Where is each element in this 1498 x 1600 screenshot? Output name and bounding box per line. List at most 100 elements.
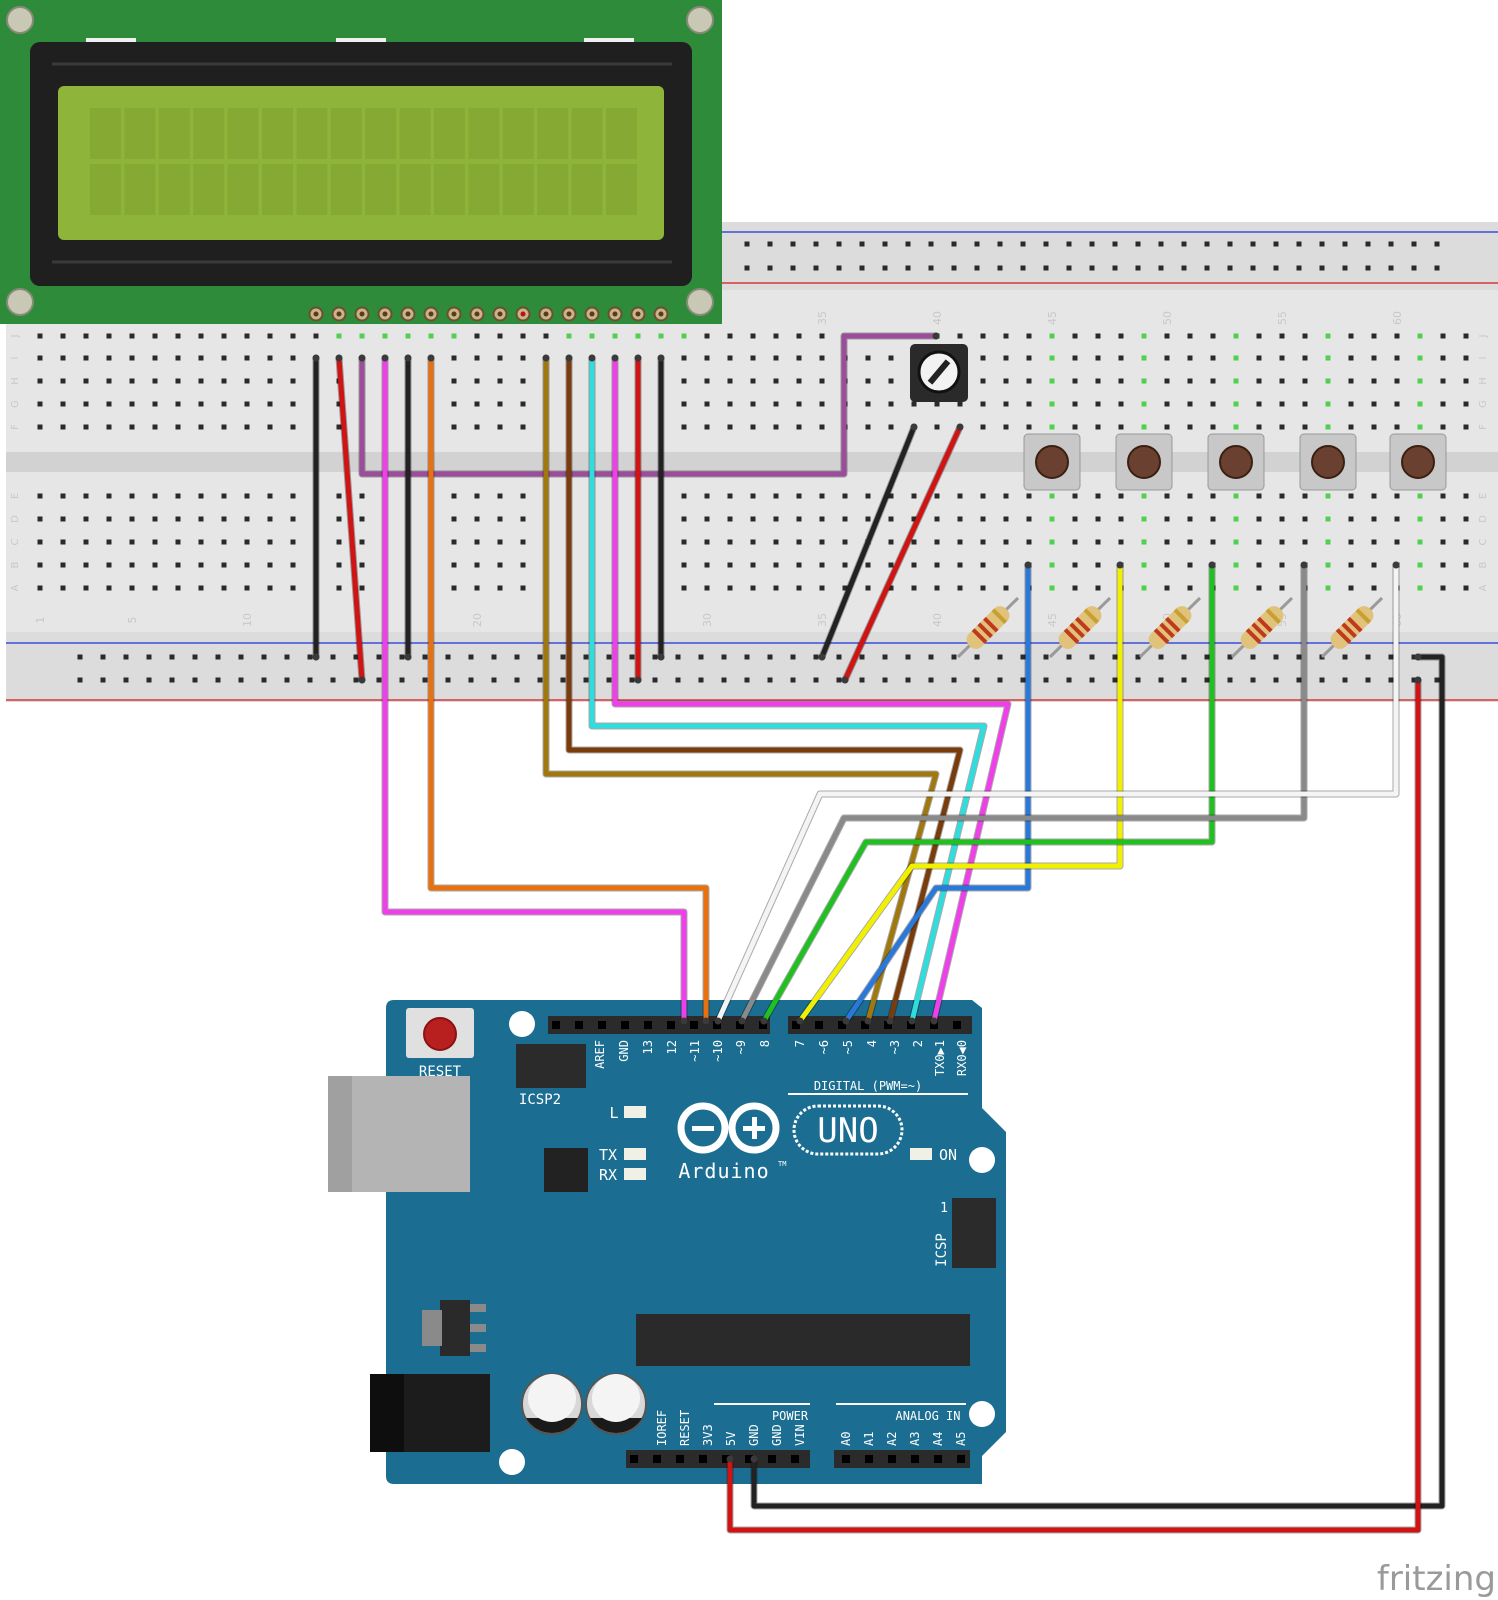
header-socket[interactable] xyxy=(630,1455,638,1463)
header-socket[interactable] xyxy=(759,1021,767,1029)
breadboard-hole xyxy=(1302,378,1308,384)
breadboard-hole xyxy=(359,333,365,339)
header-socket[interactable] xyxy=(930,1021,938,1029)
rail-hole xyxy=(1273,654,1279,660)
header-socket[interactable] xyxy=(907,1021,915,1029)
header-socket[interactable] xyxy=(699,1455,707,1463)
breadboard-hole xyxy=(819,333,825,339)
rail-hole xyxy=(1273,677,1279,683)
wire-lcd-d4[interactable] xyxy=(542,354,940,1025)
header-socket[interactable] xyxy=(934,1455,942,1463)
wire-button-5[interactable] xyxy=(714,561,1400,1025)
breadboard-hole xyxy=(474,516,480,522)
wire-pot-vcc[interactable] xyxy=(841,423,964,684)
breadboard-hole xyxy=(1003,401,1009,407)
header-socket[interactable] xyxy=(552,1021,560,1029)
breadboard-hole xyxy=(773,516,779,522)
breadboard-hole xyxy=(520,424,526,430)
wire-lcd-d6[interactable] xyxy=(588,354,988,1025)
wire-lcd-rs[interactable] xyxy=(381,354,688,1025)
wire-lcd-backlight-cathode[interactable] xyxy=(657,354,665,661)
wire-lcd-d5[interactable] xyxy=(565,354,964,1025)
header-socket[interactable] xyxy=(792,1021,800,1029)
wire-lcd-gnd[interactable] xyxy=(312,354,320,661)
header-socket[interactable] xyxy=(736,1021,744,1029)
wire-pot-gnd[interactable] xyxy=(818,423,918,661)
breadboard-hole xyxy=(1348,516,1354,522)
wire-arduino-gnd[interactable] xyxy=(750,653,1446,1510)
push-button[interactable] xyxy=(1023,433,1081,491)
breadboard-hole xyxy=(888,539,894,545)
push-button[interactable] xyxy=(1115,433,1173,491)
trademark: TM xyxy=(778,1160,786,1168)
header-socket[interactable] xyxy=(957,1455,965,1463)
wire-button-2[interactable] xyxy=(796,561,1124,1025)
breadboard-hole xyxy=(934,539,940,545)
header-socket[interactable] xyxy=(911,1455,919,1463)
header-socket[interactable] xyxy=(953,1021,961,1029)
wire-button-4[interactable] xyxy=(738,561,1308,1025)
header-socket[interactable] xyxy=(690,1021,698,1029)
header-socket[interactable] xyxy=(888,1455,896,1463)
breadboard-hole xyxy=(727,424,733,430)
header-socket[interactable] xyxy=(644,1021,652,1029)
breadboard-hole xyxy=(773,401,779,407)
header-socket[interactable] xyxy=(722,1455,730,1463)
breadboard-hole xyxy=(1302,355,1308,361)
breadboard-hole xyxy=(1072,562,1078,568)
wire-lcd-vcc[interactable] xyxy=(335,354,366,684)
header-socket[interactable] xyxy=(745,1455,753,1463)
rail-hole xyxy=(951,265,957,271)
rail-hole xyxy=(1319,265,1325,271)
wire-lcd-d7[interactable] xyxy=(611,354,1012,1025)
header-socket[interactable] xyxy=(884,1021,892,1029)
wire-button-1[interactable] xyxy=(842,561,1032,1025)
header-socket[interactable] xyxy=(768,1455,776,1463)
breadboard-hole xyxy=(1118,378,1124,384)
wire-lcd-contrast[interactable] xyxy=(358,332,940,478)
breadboard-hole xyxy=(681,585,687,591)
breadboard-hole xyxy=(1141,333,1147,339)
breadboard-hole xyxy=(221,562,227,568)
header-socket[interactable] xyxy=(815,1021,823,1029)
rail-hole xyxy=(307,677,313,683)
header-socket[interactable] xyxy=(865,1455,873,1463)
header-socket[interactable] xyxy=(861,1021,869,1029)
breadboard-hole xyxy=(750,585,756,591)
header-socket[interactable] xyxy=(838,1021,846,1029)
header-socket[interactable] xyxy=(653,1455,661,1463)
rail-hole xyxy=(100,654,106,660)
breadboard-hole xyxy=(1026,401,1032,407)
header-socket[interactable] xyxy=(667,1021,675,1029)
voltage-regulator xyxy=(440,1300,470,1356)
breadboard-hole xyxy=(980,585,986,591)
rail-hole xyxy=(951,677,957,683)
breadboard-hole xyxy=(267,585,273,591)
rail-hole xyxy=(261,654,267,660)
breadboard-hole xyxy=(83,401,89,407)
header-socket[interactable] xyxy=(676,1455,684,1463)
wire-lcd-enable[interactable] xyxy=(427,354,710,1025)
wire-lcd-backlight-anode[interactable] xyxy=(634,354,642,684)
analog-pin-label: A1 xyxy=(862,1432,876,1446)
wire-arduino-5v[interactable] xyxy=(726,676,1422,1534)
breadboard-hole xyxy=(842,562,848,568)
breadboard-hole xyxy=(842,516,848,522)
breadboard-hole xyxy=(267,355,273,361)
header-socket[interactable] xyxy=(791,1455,799,1463)
header-socket[interactable] xyxy=(713,1021,721,1029)
push-button[interactable] xyxy=(1207,433,1265,491)
analog-pin-label: A5 xyxy=(954,1432,968,1446)
header-socket[interactable] xyxy=(842,1455,850,1463)
push-button[interactable] xyxy=(1299,433,1357,491)
header-socket[interactable] xyxy=(598,1021,606,1029)
wire-button-3[interactable] xyxy=(760,561,1216,1025)
breadboard-hole xyxy=(520,516,526,522)
header-socket[interactable] xyxy=(621,1021,629,1029)
push-button[interactable] xyxy=(1389,433,1447,491)
wire-lcd-rw[interactable] xyxy=(404,354,412,661)
breadboard-hole xyxy=(750,539,756,545)
breadboard-hole xyxy=(980,493,986,499)
reset-button-cap[interactable] xyxy=(423,1017,457,1051)
header-socket[interactable] xyxy=(575,1021,583,1029)
